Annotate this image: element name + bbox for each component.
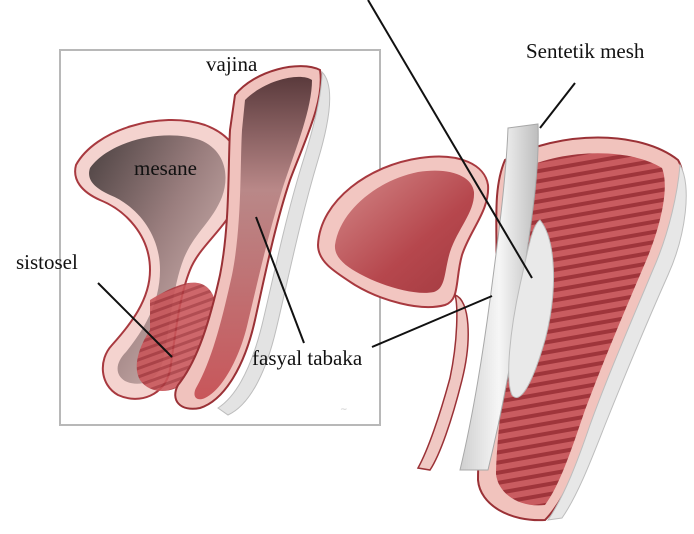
right-lower-strips [418, 295, 468, 470]
label-mesane: mesane [134, 158, 197, 179]
label-sentetik-mesh: Sentetik mesh [526, 41, 644, 62]
artist-mark: ~ [340, 405, 348, 415]
leader-mesh [540, 83, 575, 128]
label-fasyal-tabaka: fasyal tabaka [252, 348, 362, 369]
label-vajina: vajina [206, 54, 257, 75]
label-sistosel: sistosel [16, 252, 78, 273]
